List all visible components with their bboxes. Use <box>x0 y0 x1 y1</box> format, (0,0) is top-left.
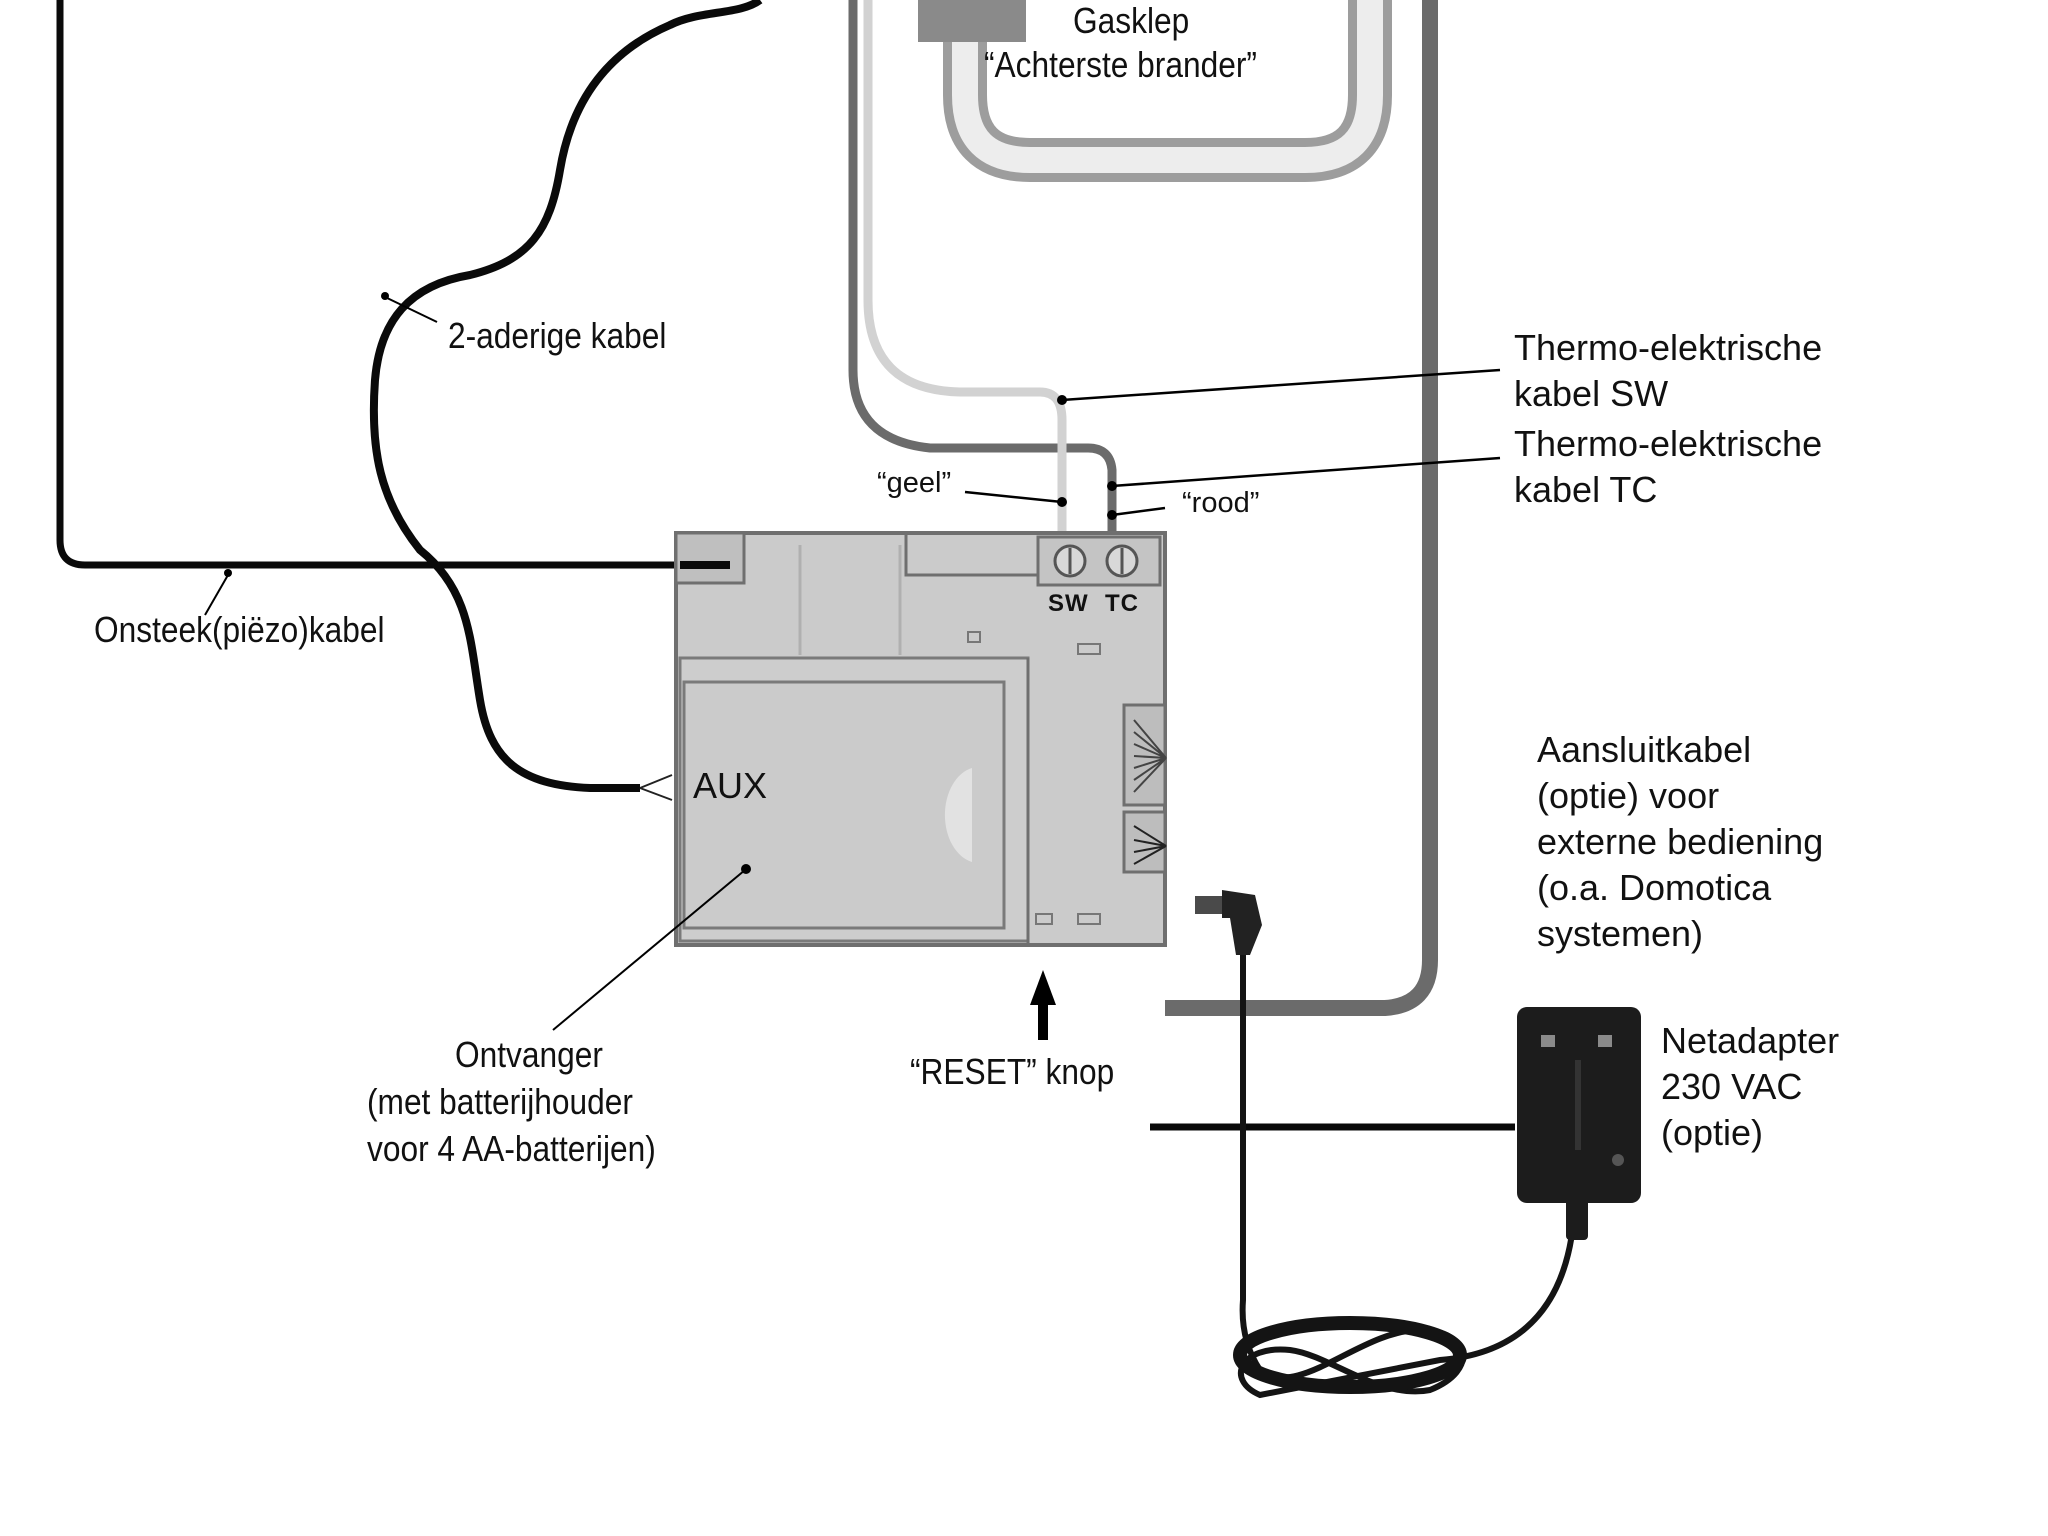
receiver-leader <box>552 869 746 1031</box>
piezo-cable <box>56 0 725 569</box>
connector-lower-pins <box>1133 825 1167 865</box>
battery-cover-tab <box>944 768 972 862</box>
thermo-cable-sw <box>863 0 1067 560</box>
thermo-sw-dot <box>1057 395 1067 405</box>
thermo-sw-label-line1: Thermo-elektrische <box>1514 327 1823 368</box>
piezo-cable-leader <box>204 574 229 616</box>
connector-upper-pins <box>1133 719 1167 793</box>
adapter-label-2: 230 VAC <box>1661 1066 1803 1107</box>
connector-lower <box>1122 810 1167 874</box>
reset-arrow-icon <box>1030 970 1056 1040</box>
adapter-label-1: Netadapter <box>1661 1020 1840 1061</box>
two-wire-cable-label: 2-aderige kabel <box>448 315 667 356</box>
rood-label: “rood” <box>1182 487 1260 519</box>
connection-cable-label-2: (optie) voor <box>1537 775 1720 816</box>
power-adapter <box>1517 1007 1641 1203</box>
thermo-cable-tc <box>848 0 1117 560</box>
piezo-cable-label: Onsteek(piëzo)kabel <box>94 609 385 650</box>
geel-dot <box>1057 497 1067 507</box>
reset-button-label: “RESET” knop <box>910 1051 1115 1092</box>
thermo-tc-dot <box>1107 481 1117 491</box>
rood-dot <box>1107 510 1117 520</box>
control-cable <box>1165 0 1438 1016</box>
dc-plug <box>1195 890 1262 955</box>
thermo-tc-label-line2: kabel TC <box>1514 469 1658 510</box>
cord-coil <box>1233 1316 1467 1394</box>
rood-leader <box>1111 506 1166 517</box>
terminal-tc-label: TC <box>1105 590 1139 617</box>
piezo-cable-dot <box>224 569 232 577</box>
geel-leader <box>964 490 1063 504</box>
receiver-dot <box>741 864 751 874</box>
aux-label: AUX <box>693 765 768 806</box>
terminal-sw-label: SW <box>1048 590 1089 617</box>
thermo-tc-label-line1: Thermo-elektrische <box>1514 423 1823 464</box>
geel-label: “geel” <box>877 467 952 499</box>
receiver-label-1: Ontvanger <box>455 1034 603 1075</box>
gas-valve-block <box>918 0 1026 42</box>
thermo-tc-leader <box>1111 456 1501 488</box>
thermo-sw-label-line2: kabel SW <box>1514 373 1669 414</box>
gas-valve-tube <box>918 0 1392 182</box>
two-wire-cable <box>369 0 763 792</box>
aux-connector <box>639 774 673 801</box>
connection-cable-label-5: systemen) <box>1537 913 1704 954</box>
gasklep-subtitle-label: “Achterste brander” <box>984 44 1257 85</box>
receiver-unit <box>674 531 1167 947</box>
connection-cable-label-3: externe bediening <box>1537 821 1824 862</box>
two-wire-cable-leader <box>384 296 438 323</box>
receiver-label-3: voor 4 AA-batterijen) <box>367 1128 656 1169</box>
connection-cable-label-1: Aansluitkabel <box>1537 729 1752 770</box>
adapter-label-3: (optie) <box>1661 1112 1764 1153</box>
two-wire-cable-dot <box>381 292 389 300</box>
receiver-label-2: (met batterijhouder <box>367 1081 633 1122</box>
thermo-sw-leader <box>1061 368 1501 402</box>
gasklep-label: Gasklep <box>1073 0 1190 41</box>
connection-cable-label-4: (o.a. Domotica <box>1537 867 1772 908</box>
